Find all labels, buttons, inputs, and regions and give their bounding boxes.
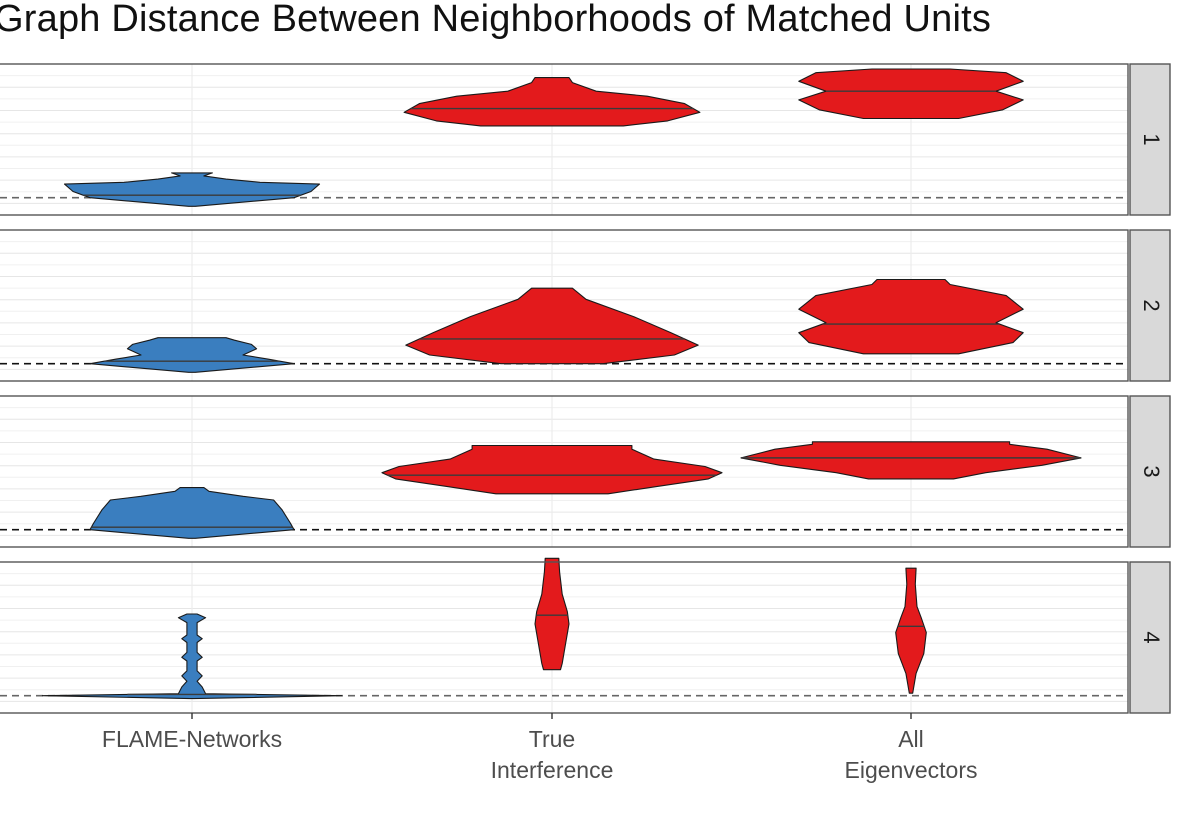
x-tick-label-line: All [898,726,924,752]
violin-1-facet-2 [89,337,295,373]
violin-2-facet-3 [381,444,723,495]
violin-3-facet-1 [798,68,1024,120]
x-tick-label-line: FLAME-Networks [102,726,282,752]
violin-1-facet-1 [63,172,321,207]
panel-border [0,63,1129,216]
facet-strip-label: 2 [1139,299,1164,311]
facet-panel-4: 4 [0,557,1171,714]
panel-border [0,229,1129,382]
facet-strip [1129,561,1171,714]
violin-2-facet-2 [405,287,699,365]
violin-2-facet-1 [403,77,701,127]
x-tick-label-line: True [529,726,575,752]
facet-strip [1129,395,1171,548]
facet-panel-3: 3 [0,395,1171,548]
violin-2-facet-4 [534,557,570,671]
violin-1-facet-3 [89,487,295,539]
violin-3-facet-3 [740,441,1082,480]
violin-1-facet-4 [41,613,343,700]
violin-3-facet-2 [798,278,1024,355]
x-tick-label-line: Interference [491,757,614,783]
facet-strip [1129,229,1171,382]
facet-panel-1: 1 [0,63,1171,216]
facet-strip-label: 1 [1139,133,1164,145]
x-tick-label-line: Eigenvectors [845,757,978,783]
facet-strip-label: 3 [1139,465,1164,477]
violin-3-facet-4 [895,567,927,694]
panel-border [0,395,1129,548]
facet-panel-2: 2 [0,229,1171,382]
panel-border [0,561,1129,714]
facet-strip-label: 4 [1139,631,1164,643]
facet-strip [1129,63,1171,216]
x-tick-label-1: FLAME-Networks [102,726,282,752]
chart-title: Graph Distance Between Neighborhoods of … [0,0,992,40]
